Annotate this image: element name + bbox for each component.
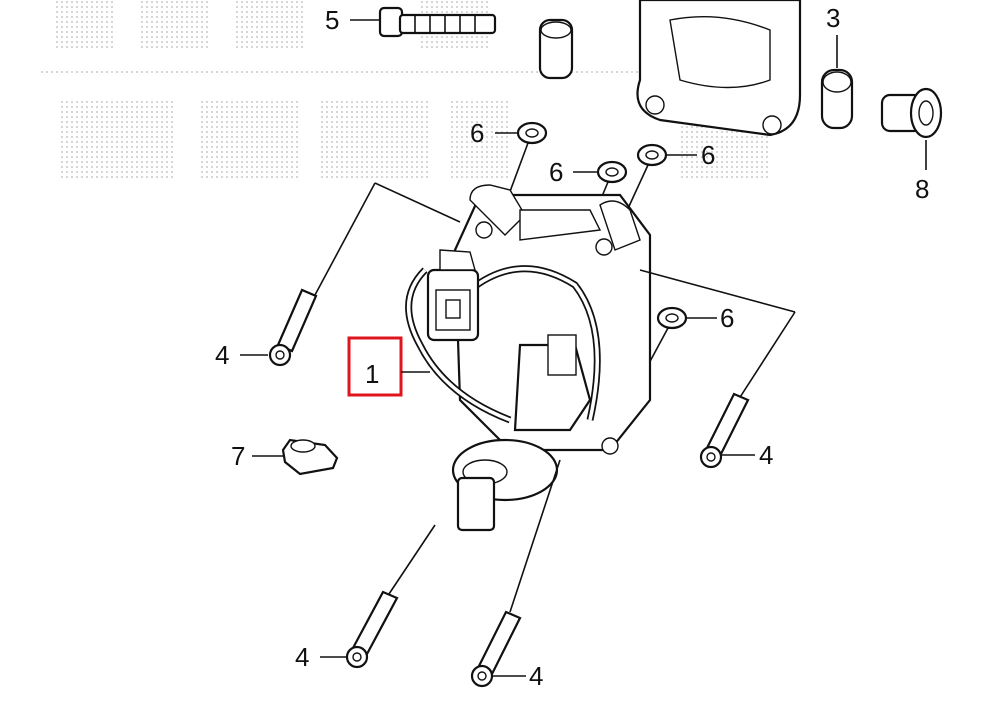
grommet-8-icon [880,87,943,139]
shift-actuator-assembly [405,184,652,532]
bolt-4a-icon [268,288,318,367]
callout-1: 1 [365,359,379,389]
callout-4c: 4 [295,642,309,672]
callout-3: 3 [826,3,840,33]
washer-6b-icon [596,160,628,184]
callout-6c: 6 [701,140,715,170]
cover-plate-icon [636,0,802,137]
clip-7-icon [281,438,339,476]
callout-6a: 6 [470,118,484,148]
bolt-4c-icon [345,590,399,669]
bolt-4b-icon [699,392,750,469]
spacer-icon [538,18,574,80]
callout-4a: 4 [215,340,229,370]
bolt-4d-icon [470,610,522,688]
washer-6a-icon [516,121,548,145]
callout-4d: 4 [529,661,543,691]
collar-3-icon [820,68,854,130]
highlight-box [347,336,403,397]
callout-6b: 6 [549,157,563,187]
callout-4b: 4 [759,440,773,470]
washer-6d-icon [656,306,688,330]
callout-5: 5 [325,5,339,35]
callout-7: 7 [231,441,245,471]
washer-6c-icon [636,143,668,167]
callout-8: 8 [915,174,929,204]
callout-6d: 6 [720,303,734,333]
bolt-5-icon [378,6,497,38]
